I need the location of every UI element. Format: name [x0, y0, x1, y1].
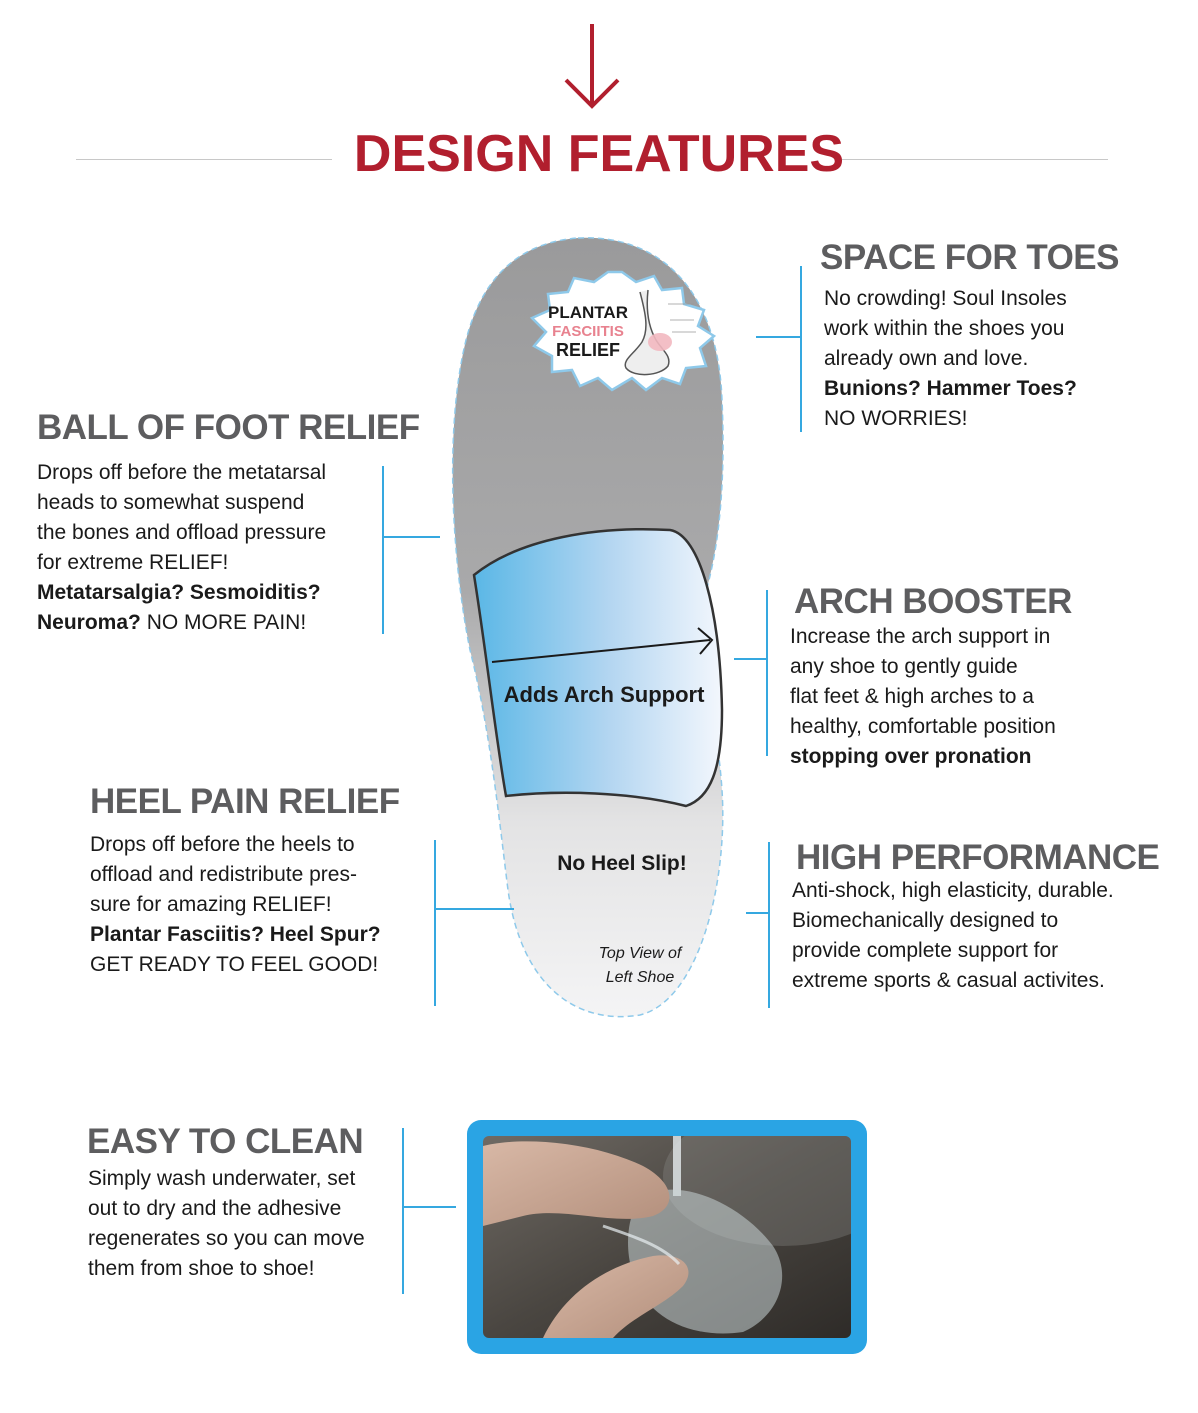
ball-description: Drops off before the metatarsal heads to… [37, 458, 326, 638]
toes-line2: work within the shoes you [824, 317, 1065, 340]
clean-connector-horizontal [404, 1206, 456, 1208]
perf-heading: HIGH PERFORMANCE [796, 838, 1160, 877]
toes-line1: No crowding! Soul Insoles [824, 287, 1067, 310]
arch-description: Increase the arch support in any shoe to… [790, 622, 1056, 772]
title-rule-left [76, 159, 332, 160]
badge-line3: RELIEF [556, 340, 620, 360]
badge-line2: FASCIITIS [552, 323, 624, 340]
perf-line1: Anti-shock, high elasticity, durable. [792, 879, 1114, 902]
heel-line2: offload and redistribute pres- [90, 863, 357, 886]
washing-photo [483, 1136, 851, 1338]
heel-connector-vertical [434, 840, 436, 1006]
arch-arrow-head [697, 627, 714, 655]
ball-bold2: Neuroma? [37, 611, 141, 634]
clean-line1: Simply wash underwater, set [88, 1167, 356, 1190]
toes-connector-horizontal [756, 336, 800, 338]
washing-photo-illustration [483, 1136, 851, 1338]
perf-line2: Biomechanically designed to [792, 909, 1059, 932]
clean-heading: EASY TO CLEAN [87, 1122, 364, 1161]
badge-line1: PLANTAR [548, 303, 628, 322]
heel-label: No Heel Slip! [557, 852, 687, 875]
arch-connector-vertical [766, 590, 768, 756]
pain-spot-icon [648, 333, 672, 351]
ball-line1: Drops off before the metatarsal [37, 461, 327, 484]
view-label-line2: Left Shoe [606, 969, 675, 986]
arch-line4: healthy, comfortable position [790, 715, 1056, 738]
toes-description: No crowding! Soul Insoles work within th… [824, 284, 1077, 434]
toes-bold1: Bunions? Hammer Toes? [824, 377, 1077, 400]
perf-description: Anti-shock, high elasticity, durable. Bi… [792, 876, 1114, 996]
arch-line3: flat feet & high arches to a [790, 685, 1034, 708]
ball-line2: heads to somewhat suspend [37, 491, 305, 514]
perf-line3: provide complete support for [792, 939, 1059, 962]
ball-line3: the bones and offload pressure [37, 521, 327, 544]
clean-line4: them from shoe to shoe! [88, 1257, 315, 1280]
title-rule-right [842, 159, 1108, 160]
arch-line2: any shoe to gently guide [790, 655, 1018, 678]
toes-heading: SPACE FOR TOES [820, 238, 1119, 277]
heel-description: Drops off before the heels to offload an… [90, 830, 381, 980]
plantar-fasciitis-badge: PLANTAR FASCIITIS RELIEF [529, 270, 717, 392]
arch-line1: Increase the arch support in [790, 625, 1051, 648]
ball-heading: BALL OF FOOT RELIEF [37, 408, 420, 447]
down-arrow-icon [564, 24, 620, 109]
toes-connector-vertical [800, 266, 802, 432]
clean-line2: out to dry and the adhesive [88, 1197, 342, 1220]
heel-line1: Drops off before the heels to [90, 833, 355, 856]
washing-photo-frame [467, 1120, 867, 1354]
ball-line4: for extreme RELIEF! [37, 551, 229, 574]
ball-last-line: Neuroma? NO MORE PAIN! [37, 608, 326, 638]
arch-label: Adds Arch Support [504, 682, 706, 707]
view-label-line1: Top View of [599, 945, 683, 962]
arch-bold1: stopping over pronation [790, 745, 1032, 768]
page-title: DESIGN FEATURES [353, 125, 845, 183]
arch-connector-horizontal [734, 658, 766, 660]
heel-line3: sure for amazing RELIEF! [90, 893, 332, 916]
heel-heading: HEEL PAIN RELIEF [90, 782, 400, 821]
heel-line4: GET READY TO FEEL GOOD! [90, 953, 379, 976]
arch-heading: ARCH BOOSTER [794, 582, 1072, 621]
toes-line3: already own and love. [824, 347, 1029, 370]
insole-diagram: Adds Arch Support No Heel Slip! Top View… [451, 237, 724, 1018]
heel-connector-horizontal [436, 908, 514, 910]
perf-connector-vertical [768, 842, 770, 1008]
ball-connector-vertical [382, 466, 384, 634]
perf-connector-horizontal [746, 912, 768, 914]
heel-bold1: Plantar Fasciitis? Heel Spur? [90, 923, 381, 946]
arch-pad [472, 528, 724, 808]
perf-line4: extreme sports & casual activites. [792, 969, 1105, 992]
ball-bold1: Metatarsalgia? Sesmoiditis? [37, 581, 321, 604]
ball-connector-horizontal [384, 536, 440, 538]
clean-connector-vertical [402, 1128, 404, 1294]
toes-line4: NO WORRIES! [824, 407, 968, 430]
arch-arrow-shaft [491, 639, 711, 663]
clean-description: Simply wash underwater, set out to dry a… [88, 1164, 365, 1284]
ball-line5: NO MORE PAIN! [140, 611, 307, 634]
clean-line3: regenerates so you can move [88, 1227, 365, 1250]
